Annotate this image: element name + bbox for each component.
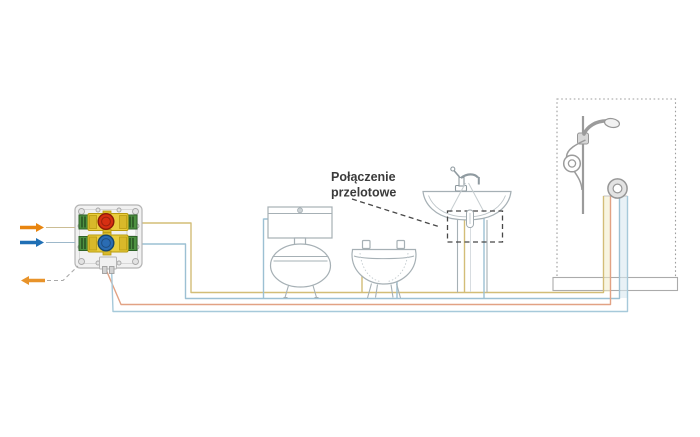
cold-inlet-arrow-icon	[20, 238, 44, 247]
manifold-bottom-connector	[99, 256, 117, 274]
cold-coupling-stripes	[81, 238, 134, 249]
return-dashed-line	[47, 265, 79, 282]
callout-label-line1: Połączenie	[331, 170, 396, 184]
toilet-flush-button	[297, 207, 303, 214]
pass-through-callout: Połączenie przelotowe	[331, 170, 504, 243]
washbasin-stream-guides	[449, 182, 485, 213]
riser-band-hot-fill	[604, 196, 610, 292]
washbasin	[422, 166, 512, 293]
bidet-rim-line	[353, 255, 415, 260]
toilet-bowl	[269, 243, 332, 288]
callout-label: Połączenie przelotowe	[331, 170, 399, 200]
shower-hose-coil-inner	[567, 159, 577, 168]
washbasin-pedestal	[456, 220, 488, 293]
bidet	[351, 239, 417, 299]
toilet	[267, 206, 333, 299]
bidet-legs	[366, 283, 402, 299]
pipes	[103, 196, 629, 313]
toilet-legs	[283, 285, 319, 299]
shower-hose-coil-outer	[562, 154, 582, 173]
shower-hose-lower	[573, 170, 583, 191]
hot-coupling-stripes	[81, 216, 134, 228]
hot-inlet-arrow-icon	[20, 223, 44, 232]
riser-band-cold-fill	[620, 196, 627, 298]
washbasin-faucet-icon	[450, 166, 480, 192]
bidet-inner-texture	[359, 252, 409, 282]
shower	[552, 98, 679, 292]
shower-tray	[552, 276, 679, 292]
callout-label-line2: przelotowe	[331, 186, 396, 200]
cold-valve-assembly	[78, 232, 138, 256]
pass-through-dashed-box	[446, 210, 504, 243]
cold-valve-knob	[97, 234, 115, 252]
return-arrow-icon	[21, 276, 45, 285]
mixer-connection-inner	[612, 183, 623, 194]
manifold-box	[74, 204, 143, 274]
hot-valve-knob	[97, 212, 115, 230]
shower-mixer-connection	[607, 178, 628, 199]
callout-leader-line	[351, 198, 441, 228]
pipe-cold-direct	[110, 196, 629, 313]
shower-hose-upper	[565, 139, 586, 158]
shower-head-icon	[603, 117, 621, 129]
pipe-cold-supply	[142, 196, 621, 300]
bidet-tap-right	[396, 239, 406, 250]
hot-valve-assembly	[78, 210, 138, 234]
bidet-tap-left	[361, 239, 371, 250]
manifold-label-plate	[126, 228, 137, 237]
supply-arrows	[20, 223, 79, 285]
